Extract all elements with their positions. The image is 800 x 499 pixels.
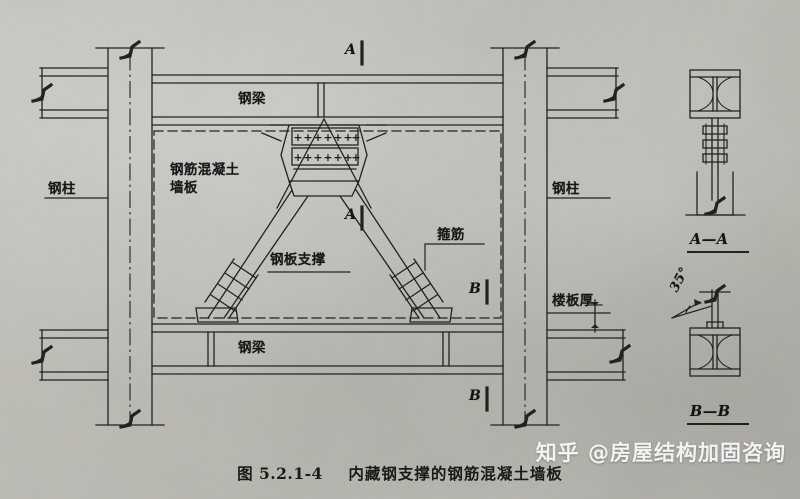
label-steel-column-right: 钢柱 <box>552 181 580 197</box>
section-mark-b-bottom: B <box>469 388 482 404</box>
label-steel-beam-top: 钢梁 <box>238 91 266 107</box>
section-mark-a-middle: A <box>345 207 357 223</box>
section-b-b-title: B—B <box>690 403 731 420</box>
watermark-text: 知乎 @房屋结构加固咨询 <box>535 441 786 465</box>
figure-caption: 图 5.2.1-4 内藏钢支撑的钢筋混凝土墙板 <box>0 462 800 484</box>
label-steel-beam-bottom: 钢梁 <box>238 340 266 356</box>
section-mark-b-right: B <box>469 281 482 297</box>
section-mark-a-top: A <box>345 42 357 58</box>
label-rc-wall-panel-line1: 钢筋混凝土 <box>170 162 240 178</box>
section-a-a-title: A—A <box>690 231 729 248</box>
label-steel-plate-brace: 钢板支撑 <box>270 252 326 268</box>
figure-caption-number: 图 5.2.1-4 <box>237 464 323 483</box>
label-steel-column-left: 钢柱 <box>48 181 76 197</box>
label-stirrup: 箍筋 <box>437 227 465 243</box>
label-slab-thickness: 楼板厚 <box>552 293 594 309</box>
label-rc-wall-panel-line2: 墙板 <box>170 180 198 196</box>
figure-caption-title: 内藏钢支撑的钢筋混凝土墙板 <box>348 465 563 483</box>
